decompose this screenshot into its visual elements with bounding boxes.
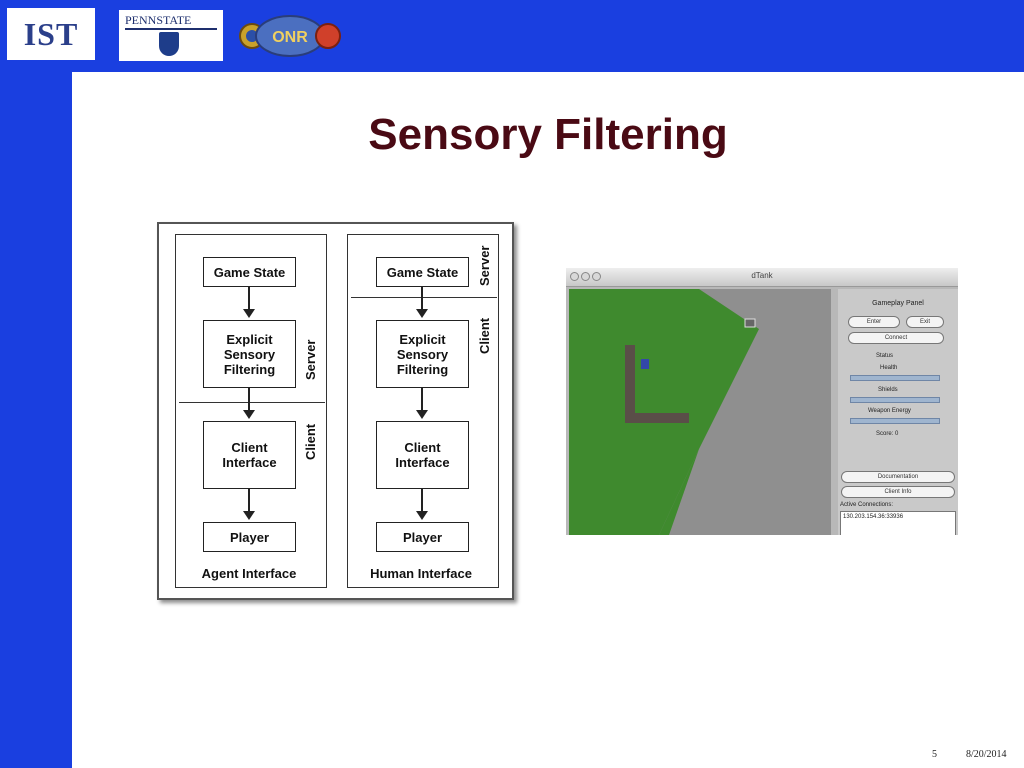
connection-entry: 130.203.154.36:33936 (843, 514, 904, 520)
pennstate-logo-text: PENNSTATE (125, 13, 192, 27)
window-title: dTank (751, 271, 773, 280)
active-connections-list[interactable]: 130.203.154.36:33936 (840, 511, 956, 535)
close-window-icon (570, 272, 579, 281)
weapon-energy-meter (850, 418, 940, 424)
slide-number: 5 (932, 749, 937, 760)
game-field (569, 289, 831, 535)
agent-arrow-2 (243, 387, 255, 419)
window-titlebar: dTank (566, 268, 958, 287)
gameplay-panel-title: Gameplay Panel (872, 300, 924, 307)
pennstate-logo: PENNSTATE (119, 10, 223, 61)
human-player-box: Player (376, 522, 469, 552)
game-map-terrain (569, 289, 759, 535)
slide-date: 8/20/2014 (966, 749, 1007, 760)
agent-arrow-1 (243, 286, 255, 318)
minimize-window-icon (581, 272, 590, 281)
human-server-client-divider (351, 297, 497, 298)
agent-filtering-box: Explicit Sensory Filtering (203, 320, 296, 388)
score-text: Score: 0 (876, 431, 899, 437)
status-label: Status (876, 353, 894, 359)
shields-meter (850, 397, 940, 403)
human-client-interface-box: Client Interface (376, 421, 469, 489)
shields-label: Shields (878, 387, 898, 393)
agent-player-box: Player (203, 522, 296, 552)
human-server-label: Server (477, 245, 492, 286)
human-arrow-1 (416, 286, 428, 318)
slide-title: Sensory Filtering (368, 110, 728, 159)
human-filtering-box: Explicit Sensory Filtering (376, 320, 469, 388)
client-info-button[interactable]: Client Info (841, 486, 955, 498)
agent-game-state-box: Game State (203, 257, 296, 287)
agent-interface-caption: Agent Interface (201, 566, 297, 581)
onr-emblem-icon: ONR (239, 15, 341, 57)
human-game-state-box: Game State (376, 257, 469, 287)
exit-button[interactable]: Exit (906, 316, 944, 328)
gameplay-panel: Gameplay Panel Enter Exit Connect Status… (838, 289, 958, 535)
onr-logo-text: ONR (272, 29, 308, 46)
zoom-window-icon (592, 272, 601, 281)
human-client-label: Client (477, 317, 492, 354)
documentation-button[interactable]: Documentation (841, 471, 955, 483)
pennstate-shield-icon (159, 32, 179, 56)
agent-client-interface-box: Client Interface (203, 421, 296, 489)
human-interface-frame (347, 234, 499, 588)
enter-button[interactable]: Enter (848, 316, 900, 328)
pennstate-logo-rule (125, 28, 217, 30)
architecture-diagram: Game State Explicit Sensory Filtering Cl… (157, 222, 514, 600)
human-arrow-2 (416, 387, 428, 419)
human-arrow-3 (416, 488, 428, 520)
ist-logo-text: IST (23, 15, 79, 52)
weapon-energy-label: Weapon Energy (868, 408, 911, 414)
health-label: Health (880, 365, 898, 371)
agent-arrow-3 (243, 488, 255, 520)
dtank-screenshot: dTank Gameplay Panel Enter Exit Connect … (566, 268, 958, 535)
agent-client-label: Client (303, 423, 318, 460)
human-interface-caption: Human Interface (370, 566, 472, 581)
agent-server-client-divider (179, 402, 325, 403)
connect-button[interactable]: Connect (848, 332, 944, 344)
health-meter (850, 375, 940, 381)
agent-interface-frame (175, 234, 327, 588)
ist-logo: IST (7, 8, 95, 60)
onr-logo: ONR (238, 13, 342, 59)
active-connections-label: Active Connections: (840, 502, 894, 508)
agent-server-label: Server (303, 339, 318, 380)
